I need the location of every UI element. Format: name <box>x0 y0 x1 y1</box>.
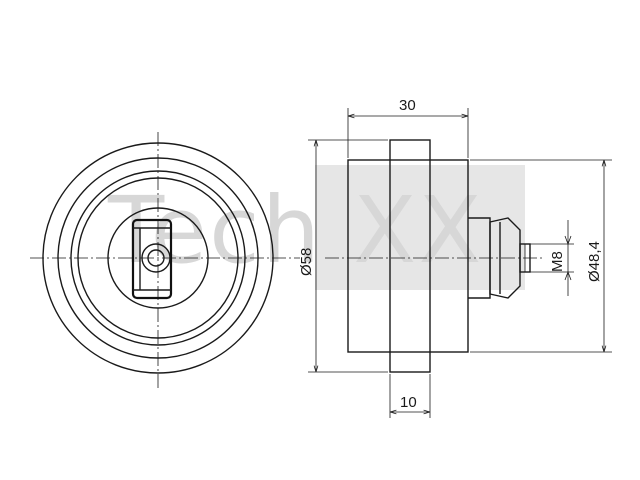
bore-inner-circle <box>147 249 165 267</box>
dim-10-label: 10 <box>400 394 417 411</box>
dim-m8-label: M8 <box>549 251 566 272</box>
outer-rim-circle <box>42 142 274 374</box>
watermark-text: Tech XX <box>107 177 483 284</box>
dim-48-label: Ø48,4 <box>586 241 603 282</box>
hub-circle <box>107 207 209 309</box>
dim-30-label: 30 <box>399 97 416 114</box>
groove-circle-inner <box>77 177 239 339</box>
front-view <box>30 132 300 390</box>
dim-m8-arrow-bottom <box>564 270 572 281</box>
rim-inner-circle <box>57 157 259 359</box>
dimensions: 30 10 Ø58 M8 Ø48,4 <box>298 97 612 418</box>
dim-m8-arrow-top <box>564 235 572 246</box>
dim-58-label: Ø58 <box>298 248 315 276</box>
pulley-flange <box>389 139 431 373</box>
side-view <box>325 139 545 373</box>
hub-square <box>131 218 173 300</box>
pulley-body <box>347 159 469 353</box>
bore-outer-circle <box>141 243 171 273</box>
bolt-head <box>489 217 521 299</box>
groove-circle-outer <box>70 170 246 346</box>
